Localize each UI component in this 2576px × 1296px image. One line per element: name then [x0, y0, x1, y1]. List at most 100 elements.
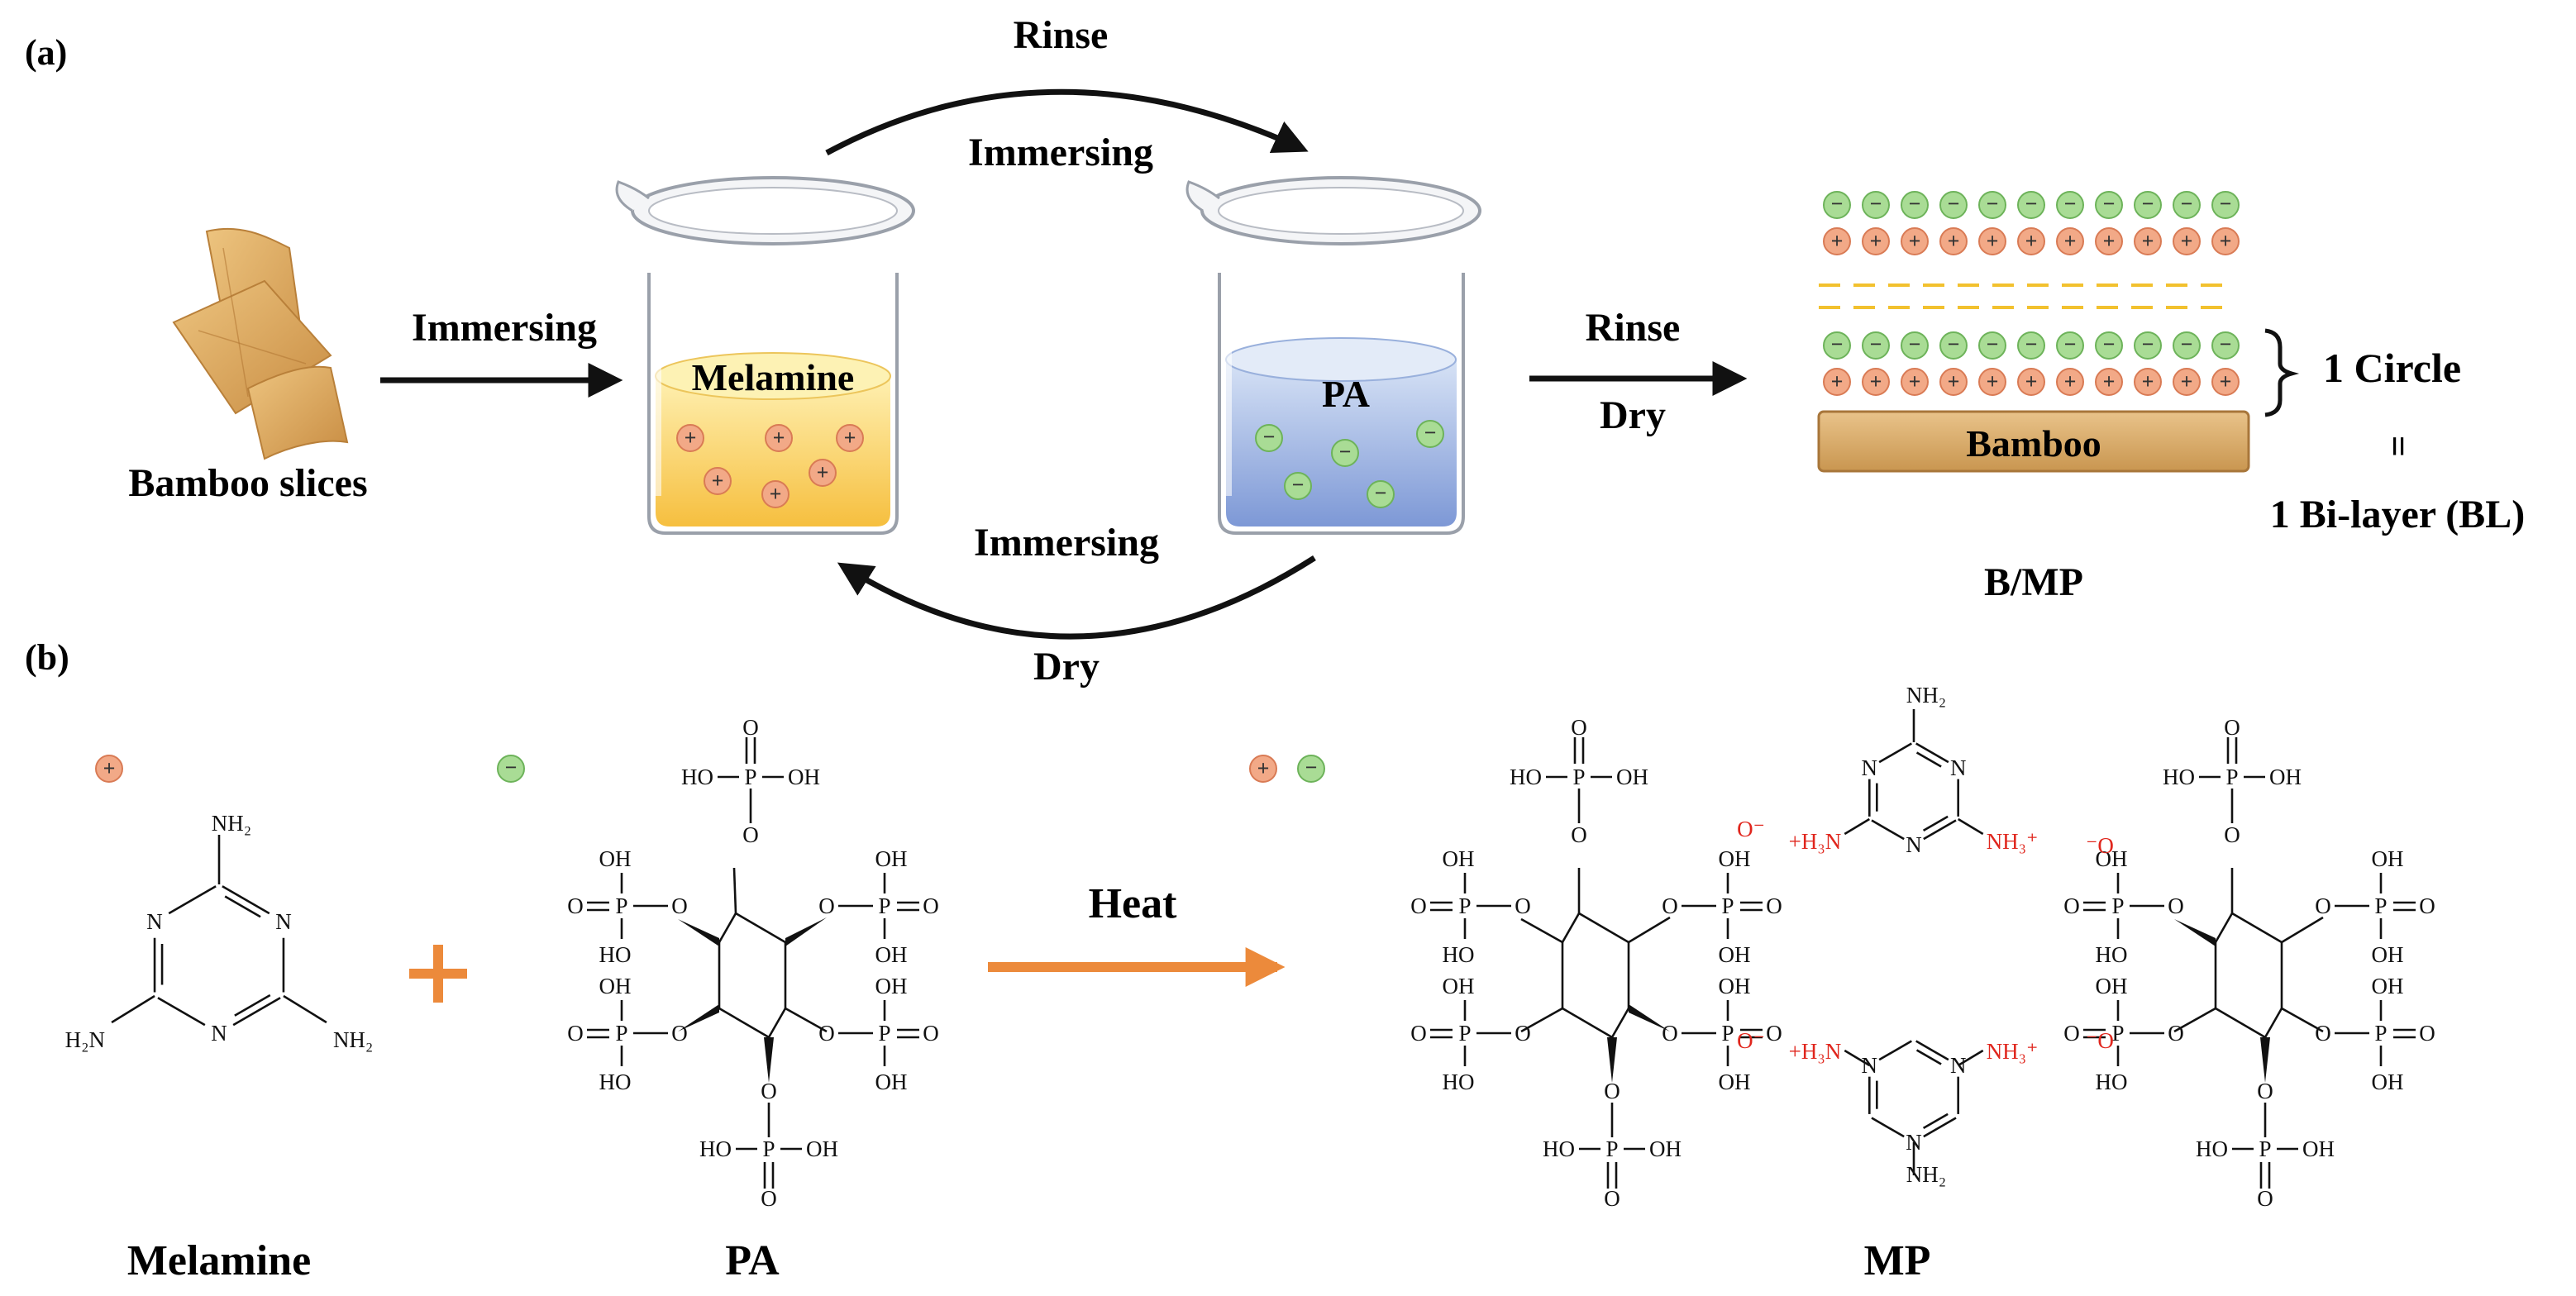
anion-icon — [2056, 331, 2084, 360]
rinse-right-label: Rinse — [1586, 306, 1681, 350]
wedge-bond — [678, 1004, 719, 1032]
atom-label: O — [567, 893, 584, 918]
atom-label: OH — [2302, 1136, 2335, 1161]
bond-line — [1578, 912, 1629, 944]
atom-label: O — [2315, 893, 2331, 918]
anion-icon — [1823, 191, 1851, 219]
cation-icon — [1901, 368, 1929, 396]
bamboo-substrate-label: Bamboo — [1966, 422, 2101, 465]
atom-label: N — [1862, 755, 1878, 780]
bond-line — [1878, 1040, 1912, 1061]
atom-label: OH — [875, 942, 908, 967]
atom-label: OH — [875, 846, 908, 871]
ammonium-label: +H₃N — [1789, 829, 1842, 854]
atom-label: OH — [2372, 942, 2404, 967]
atom-label: O — [2224, 715, 2240, 740]
cation-icon — [1862, 227, 1890, 255]
atom-label: OH — [2372, 846, 2404, 871]
atom-label: O — [2063, 1021, 2080, 1046]
anion-icon — [2134, 191, 2162, 219]
atom-label: OH — [2372, 974, 2404, 998]
atom-label: HO — [2096, 942, 2128, 967]
anion-icon — [1901, 331, 1929, 360]
melamine-name: Melamine — [127, 1237, 311, 1284]
bond-line — [2231, 912, 2283, 944]
equals-sign: = — [2378, 436, 2420, 457]
bond-line — [785, 1007, 828, 1033]
atom-label: P — [615, 1021, 627, 1046]
pa-name: PA — [725, 1237, 780, 1284]
wedge-bond — [764, 1037, 774, 1083]
bond-line — [1628, 916, 1671, 944]
bond-line — [234, 993, 271, 1017]
anion-icon — [2173, 331, 2201, 360]
one-circle-label: 1 Circle — [2323, 345, 2461, 391]
immersing-label-1: Immersing — [412, 306, 597, 350]
mp-name: MP — [1864, 1237, 1931, 1284]
atom-label: N — [275, 909, 292, 934]
panel-a-label: (a) — [25, 32, 67, 73]
bond-line — [1915, 742, 1949, 764]
atom-label: O — [1410, 893, 1427, 918]
anion-icon — [1255, 424, 1283, 452]
atom-label: N — [211, 1021, 227, 1046]
bond-line — [2215, 1007, 2266, 1039]
cation-icon — [2134, 227, 2162, 255]
atom-label: O — [2168, 893, 2184, 918]
bond-line — [1844, 817, 1870, 836]
phosphate-anion-label: O⁻ — [1737, 817, 1765, 841]
anion-icon — [1939, 331, 1968, 360]
cation-icon — [761, 480, 789, 508]
atom-label: OH — [1649, 1136, 1682, 1161]
atom-label: OH — [2372, 1070, 2404, 1094]
atom-label: P — [762, 1136, 775, 1161]
anion-icon — [1978, 191, 2006, 219]
bilayer-stack — [1823, 191, 2240, 396]
cation-icon — [676, 424, 704, 452]
atom-label: P — [615, 893, 627, 918]
atom-label: P — [2225, 765, 2238, 789]
pa-solution-label: PA — [1322, 373, 1370, 415]
bond-line — [1844, 1049, 1870, 1067]
atom-label: O — [671, 893, 688, 918]
bond-line — [2281, 916, 2324, 944]
cation-icon — [2173, 227, 2201, 255]
atom-label: O — [818, 1021, 835, 1046]
bond-line — [222, 885, 270, 915]
bamboo-substrate — [1817, 410, 2250, 473]
atom-label: P — [878, 893, 890, 918]
bond-line — [1562, 1007, 1613, 1039]
atom-label: P — [1458, 1021, 1471, 1046]
anion-icon — [1416, 420, 1444, 448]
cation-icon — [2134, 368, 2162, 396]
bamboo-slices-label: Bamboo slices — [128, 461, 367, 505]
atom-label: NH₂ — [212, 811, 251, 836]
atom-label: O — [742, 715, 759, 740]
atom-label: O — [1515, 893, 1531, 918]
bond-line — [168, 885, 217, 915]
dry-bottom-label: Dry — [1033, 645, 1100, 688]
atom-label: O — [761, 1079, 777, 1103]
atom-label: P — [1721, 1021, 1734, 1046]
bond-line — [1520, 917, 1563, 944]
anion-icon — [1331, 439, 1359, 467]
cation-icon — [1978, 368, 2006, 396]
rinse-top-label: Rinse — [1014, 13, 1109, 57]
wedge-bond — [785, 917, 827, 946]
cation-icon — [2095, 368, 2123, 396]
bond-line — [1561, 912, 1581, 943]
atom-label: O — [923, 1021, 939, 1046]
atom-label: P — [2111, 1021, 2124, 1046]
atom-label: NH₂ — [1906, 683, 1946, 708]
phosphate-anion-label: O⁻ — [1737, 1028, 1765, 1053]
atom-label: HO — [599, 942, 632, 967]
cation-icon — [2017, 368, 2045, 396]
atom-label: HO — [2196, 1136, 2228, 1161]
atom-label: O — [2419, 893, 2435, 918]
bond-line — [1915, 751, 1942, 768]
atom-label: P — [2374, 893, 2387, 918]
cation-icon — [1249, 755, 1277, 783]
atom-label: O — [1766, 1021, 1782, 1046]
